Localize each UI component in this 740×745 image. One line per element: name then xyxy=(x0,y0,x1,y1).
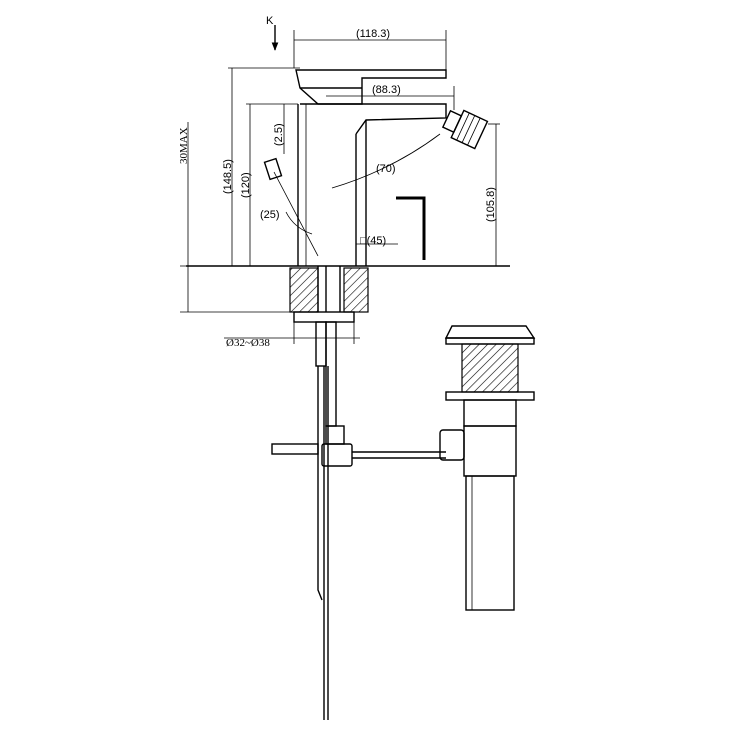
counter-section-left xyxy=(289,267,319,313)
lever-line xyxy=(273,171,319,257)
nozzle-ridge xyxy=(467,117,481,146)
view-marker-label: K xyxy=(266,15,274,27)
dim-hole-diameter: Ø32~Ø38 xyxy=(224,322,360,349)
hose-connector xyxy=(315,321,327,367)
dim-total-height: (148.5) xyxy=(222,67,300,266)
nozzle-ridge xyxy=(456,112,470,141)
lever-handle xyxy=(263,157,283,181)
square-base: □(45) xyxy=(356,235,398,247)
drain-body-upper xyxy=(463,399,517,427)
dim-total-width: (118.3) xyxy=(293,28,447,75)
drain-nut xyxy=(445,391,535,401)
lever-angle-label: (25) xyxy=(260,209,280,221)
spout-height-label: (120) xyxy=(240,172,252,198)
supply-assembly xyxy=(271,321,446,720)
flexible-hose xyxy=(317,366,323,601)
max-thickness-label: 30MAX xyxy=(178,127,190,164)
rotation-angle-label: (70) xyxy=(376,163,396,175)
pivot-nut xyxy=(439,429,465,461)
faucet-body xyxy=(295,69,489,266)
spout-reach-label: (88.3) xyxy=(372,84,401,96)
lift-rod-clamp xyxy=(325,425,345,445)
handle-gap-label: (2.5) xyxy=(273,123,285,146)
popup-drain xyxy=(439,325,536,611)
mounting-nut xyxy=(293,311,355,323)
rotation-arc: (70) xyxy=(331,133,441,189)
nozzle-ridge xyxy=(461,115,476,143)
lever-arc xyxy=(285,211,313,235)
rotation-arc-line xyxy=(331,133,441,189)
lift-rod-handle xyxy=(271,443,319,455)
total-height-label: (148.5) xyxy=(222,159,234,194)
drain-tailpiece xyxy=(465,475,515,611)
outlet-height-label: (105.8) xyxy=(485,187,497,222)
nozzle-head xyxy=(450,109,489,150)
drain-cap xyxy=(444,325,536,339)
hole-diameter-label: Ø32~Ø38 xyxy=(226,337,270,349)
counter-section-right xyxy=(343,267,369,313)
allen-key xyxy=(396,196,426,260)
countertop xyxy=(186,265,510,323)
total-width-label: (118.3) xyxy=(356,28,390,40)
clevis-strap xyxy=(321,443,353,467)
dim-spout-height: (120) xyxy=(240,103,298,266)
view-marker: K xyxy=(266,15,279,51)
dim-handle-gap: (2.5) xyxy=(273,104,285,154)
drain-body-mid xyxy=(463,425,517,477)
lever-angle: (25) xyxy=(260,157,319,257)
lever-top xyxy=(295,69,447,105)
drain-flange xyxy=(445,337,535,345)
square-base-label: □(45) xyxy=(360,235,386,247)
drain-thread xyxy=(461,343,519,393)
outlet-nozzle xyxy=(441,109,489,150)
spout xyxy=(300,103,447,135)
dim-spout-reach: (88.3) xyxy=(326,84,455,110)
